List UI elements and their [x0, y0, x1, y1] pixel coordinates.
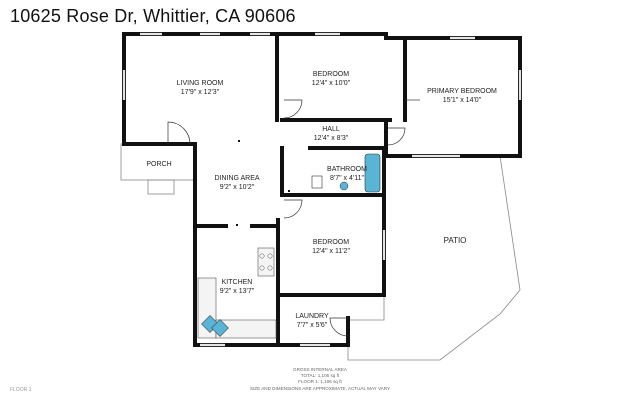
dotted-marks [236, 140, 290, 226]
disclaimer: SIZE AND DIMENSIONS ARE APPROXIMATE, ACT… [250, 386, 390, 391]
area-total: TOTAL: 1,106 sq ft [301, 373, 340, 378]
room-name-laundry: LAUNDRY [295, 313, 329, 320]
room-dims-bath: 8'7" x 4'11" [330, 175, 364, 182]
toilet-icon [311, 175, 323, 189]
room-name-kitchen: KITCHEN [222, 279, 253, 286]
window-frames [123, 33, 521, 346]
room-name-dining: DINING AREA [214, 175, 259, 182]
room-dims-kitchen: 9'2" x 13'7" [220, 288, 255, 295]
room-dims-dining: 9'2" x 10'2" [220, 184, 255, 191]
sink-icon [339, 181, 349, 191]
area-title: GROSS INTERNAL AREA [293, 367, 348, 372]
room-name-porch: PORCH [146, 161, 171, 168]
room-dims-hall: 12'4" x 8'3" [314, 135, 349, 142]
stove-icon [259, 253, 273, 271]
room-name-bedroom2: BEDROOM [313, 239, 349, 246]
bathtub-icon [364, 153, 381, 193]
door-swings [167, 99, 420, 337]
patio-area [347, 155, 521, 361]
room-labels: LIVING ROOM 17'9" x 12'3" BEDROOM 12'4" … [146, 71, 497, 329]
room-name-primary: PRIMARY BEDROOM [427, 88, 497, 95]
porch-structure [120, 143, 196, 195]
room-name-hall: HALL [322, 126, 340, 133]
room-dims-bedroom1: 12'4" x 10'0" [312, 80, 351, 87]
area-floor1: FLOOR 1: 1,106 sq ft [298, 379, 342, 384]
area-summary: GROSS INTERNAL AREA TOTAL: 1,106 sq ft F… [250, 367, 390, 391]
room-dims-living: 17'9" x 12'3" [181, 89, 220, 96]
room-dims-laundry: 7'7" x 5'6" [297, 322, 328, 329]
kitchen-sink-icon [201, 315, 229, 337]
floor-tag: FLOOR 1 [10, 387, 32, 393]
room-name-patio: PATIO [444, 236, 467, 245]
room-dims-primary: 15'1" x 14'0" [443, 97, 482, 104]
page-title: 10625 Rose Dr, Whittier, CA 90606 [10, 6, 296, 26]
room-name-bath: BATHROOM [327, 166, 367, 173]
room-name-living: LIVING ROOM [177, 80, 224, 87]
room-dims-bedroom2: 12'4" x 11'2" [312, 248, 350, 255]
room-name-bedroom1: BEDROOM [313, 71, 349, 78]
